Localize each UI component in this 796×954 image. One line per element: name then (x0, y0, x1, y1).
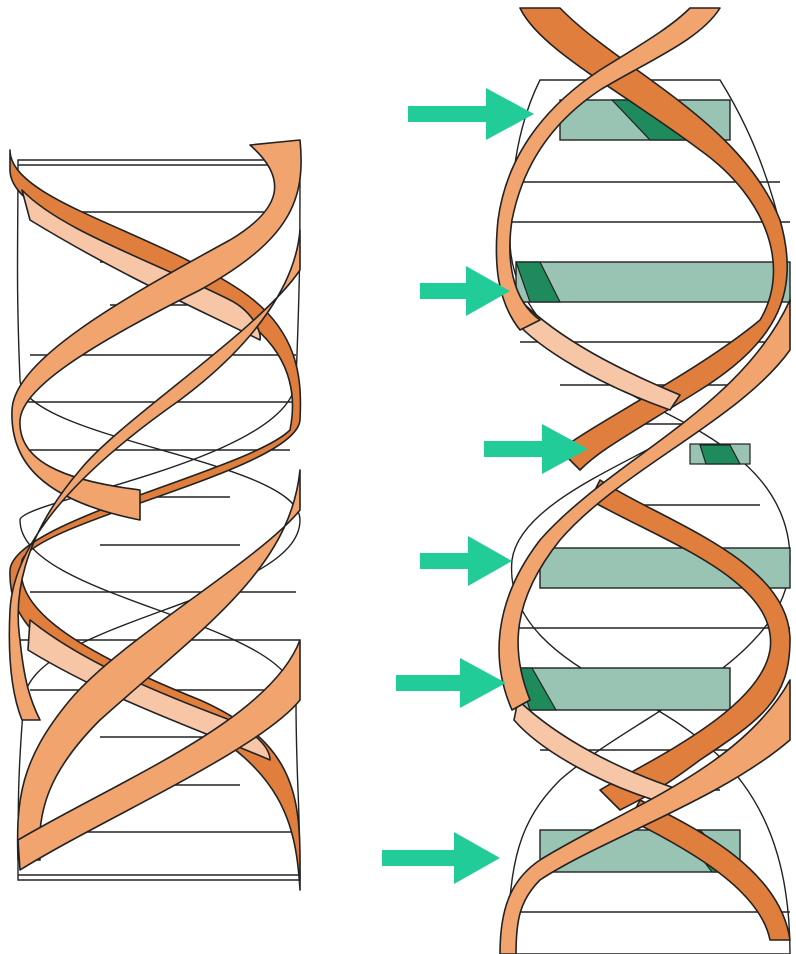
right-arrow-icon (420, 536, 512, 586)
right-arrow-icon (484, 424, 588, 474)
left-dna-helix (9, 140, 301, 890)
right-arrow-icon (396, 658, 506, 708)
right-dna-helix (496, 8, 790, 954)
right-arrow-icon (408, 88, 534, 140)
insertion-arrows (382, 88, 588, 884)
right-back-strand-inner (514, 300, 680, 410)
right-arrow-icon (420, 266, 510, 316)
right-arrow-icon (382, 832, 500, 884)
